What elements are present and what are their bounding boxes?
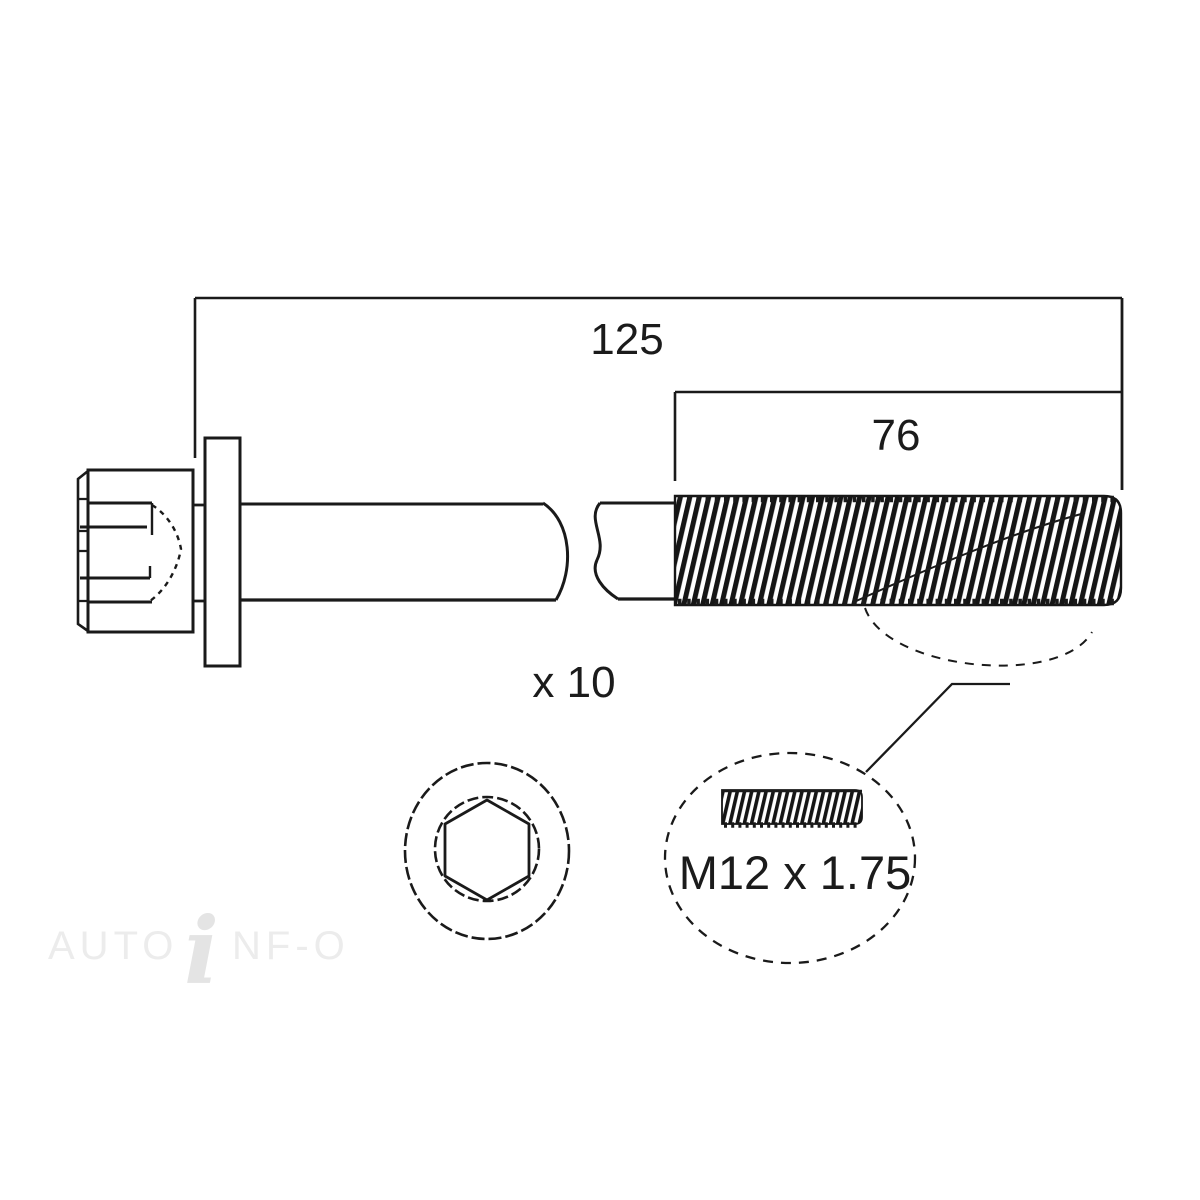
watermark-right: NF-O	[232, 924, 350, 968]
shank-break-left-curve	[542, 501, 569, 601]
bolt-end-view	[403, 761, 571, 941]
quantity-label: x 10	[532, 658, 615, 707]
dimension-overall-length: 125	[193, 296, 1124, 490]
shank-break-right-curve	[593, 502, 619, 601]
shank	[240, 501, 675, 602]
neck-lines	[193, 503, 205, 603]
bolt-head-socket-lines	[80, 501, 152, 604]
bolt-head-body	[86, 468, 195, 634]
threaded-section	[673, 494, 1123, 607]
watermark-left: AUTO	[48, 924, 178, 968]
watermark-i: i	[184, 897, 219, 1005]
detail-leader-line	[865, 682, 1010, 773]
bolt-head-socket-hidden-cone	[149, 503, 183, 602]
thread-detail-boundary-curve	[853, 512, 1086, 603]
bolt-head	[76, 468, 195, 634]
bolt-head-chamfer-ticks	[78, 497, 88, 603]
dim-125-label: 125	[590, 315, 663, 364]
thread-detail-callout: M12 x 1.75	[663, 607, 1093, 965]
washer	[203, 436, 242, 668]
head-outer-circle	[403, 761, 571, 941]
detail-balloon-circle	[663, 751, 917, 965]
detail-mini-thread	[721, 789, 863, 828]
watermark: AUTO i NF-O	[48, 897, 350, 1005]
dim-76-label: 76	[872, 411, 921, 460]
mini-thread-body	[721, 789, 863, 825]
thread-spec-label: M12 x 1.75	[679, 846, 912, 899]
dimension-thread-length: 76	[673, 390, 1122, 481]
hex-socket	[443, 798, 531, 902]
thread-body	[673, 494, 1123, 607]
head-inner-circle	[433, 795, 541, 903]
bolt-head-socket-hooks	[148, 503, 154, 578]
detail-region-dashed-arc	[864, 607, 1093, 667]
bolt-side-view	[76, 436, 1123, 668]
